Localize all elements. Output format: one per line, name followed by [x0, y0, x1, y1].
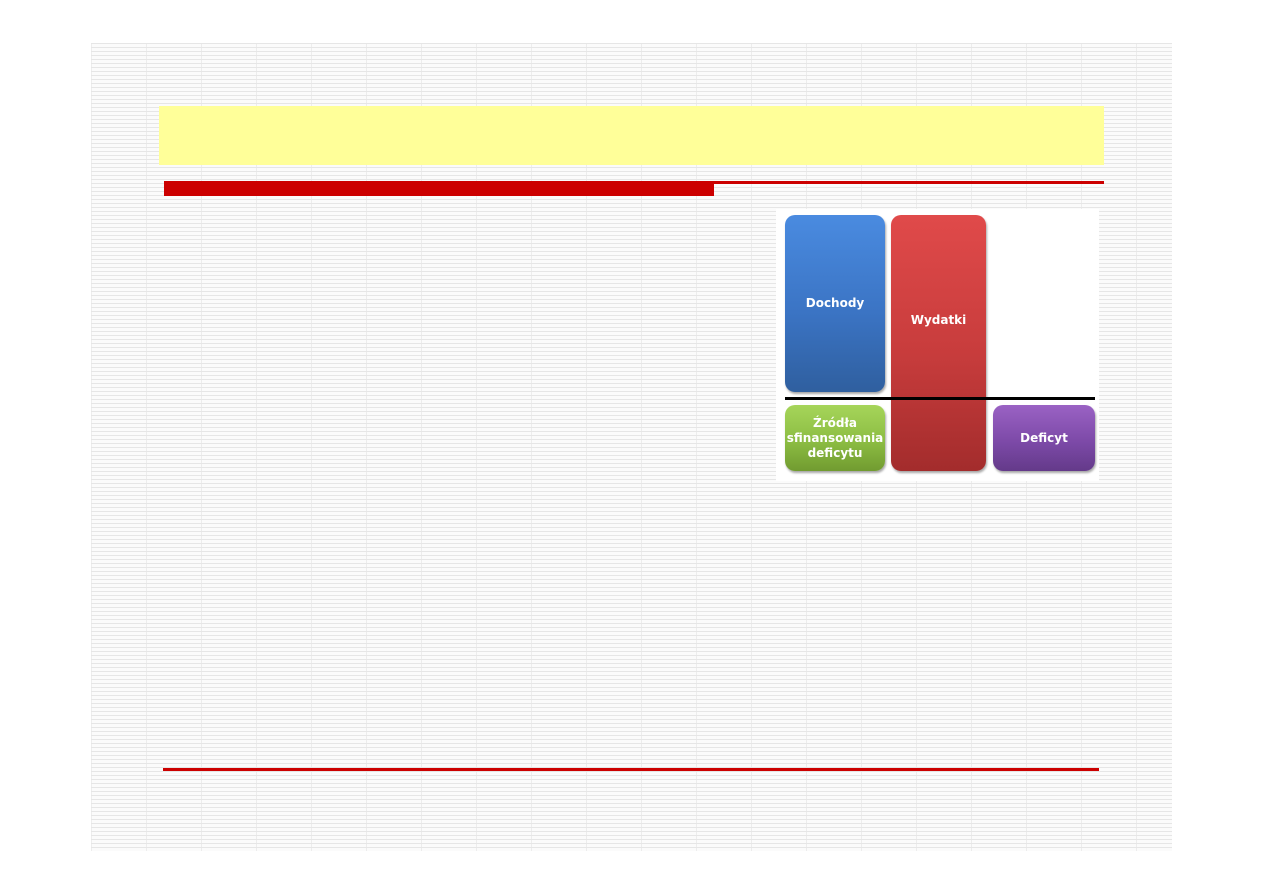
slide: Dochody Wydatki Źródła sfinansowania def…: [91, 43, 1172, 851]
budget-diagram: Dochody Wydatki Źródła sfinansowania def…: [776, 209, 1099, 481]
zrodla-block: Źródła sfinansowania deficytu: [785, 405, 885, 471]
deficyt-label: Deficyt: [1020, 430, 1068, 445]
footer-rule: [163, 768, 1099, 771]
deficyt-block: Deficyt: [993, 405, 1095, 471]
dochody-label: Dochody: [805, 296, 865, 310]
dochody-block: Dochody: [785, 215, 885, 392]
zrodla-label: Źródła sfinansowania deficytu: [786, 415, 884, 460]
header-rule-thick: [164, 181, 714, 196]
diagram-baseline: [785, 397, 1095, 400]
wydatki-label: Wydatki: [910, 312, 967, 327]
title-band: [159, 106, 1104, 165]
wydatki-block: Wydatki: [891, 215, 986, 471]
